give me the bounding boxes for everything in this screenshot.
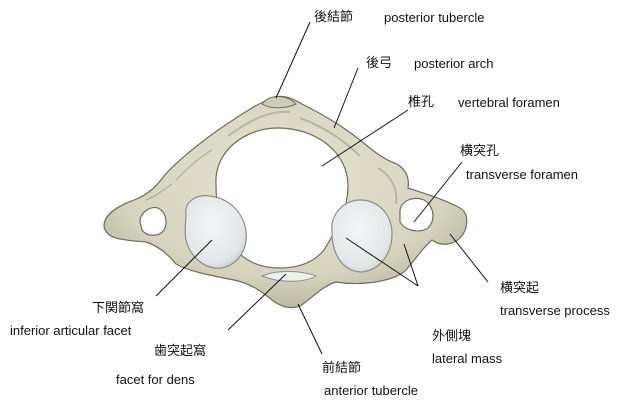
leader-dens-facet xyxy=(227,273,287,331)
label-facet-for-dens-en: facet for dens xyxy=(116,372,195,387)
arch-shading xyxy=(227,110,398,205)
leader-posterior-tubercle xyxy=(275,21,311,99)
leader-lateral-mass-b xyxy=(403,243,419,287)
arch-shading-2 xyxy=(145,149,213,201)
leader-lateral-mass-a xyxy=(345,237,419,287)
leader-transverse-foramen xyxy=(413,161,463,223)
posterior-tubercle-shape xyxy=(261,96,297,109)
label-inferior-articular-facet-en: inferior articular facet xyxy=(10,323,132,338)
label-lateral-mass-en: lateral mass xyxy=(432,351,503,366)
leader-lines xyxy=(155,21,489,355)
label-inferior-articular-facet-jp: 下関節窩 xyxy=(92,301,145,316)
left-articular-facet xyxy=(184,195,247,269)
label-facet-for-dens-jp: 歯突起窩 xyxy=(154,344,207,359)
label-posterior-arch-jp: 後弓 xyxy=(366,56,393,71)
label-posterior-arch-en: posterior arch xyxy=(414,56,494,71)
label-lateral-mass-jp: 外側塊 xyxy=(432,329,472,344)
leader-transverse-process xyxy=(449,233,489,283)
leader-anterior-tubercle xyxy=(297,303,323,355)
label-vertebral-foramen-jp: 椎孔 xyxy=(408,95,435,110)
label-posterior-tubercle-jp: 後結節 xyxy=(314,10,354,25)
label-transverse-foramen-en: transverse foramen xyxy=(466,167,578,182)
leader-inferior-facet xyxy=(155,239,213,297)
label-transverse-foramen-jp: 横突孔 xyxy=(460,144,500,159)
label-posterior-tubercle-en: posterior tubercle xyxy=(384,10,485,25)
leader-posterior-arch xyxy=(333,67,359,129)
label-transverse-process-jp: 横突起 xyxy=(500,281,540,296)
right-articular-facet xyxy=(331,199,393,273)
label-transverse-process-en: transverse process xyxy=(500,303,610,318)
label-vertebral-foramen-en: vertebral foramen xyxy=(458,95,560,110)
dens-facet-shape xyxy=(260,271,318,282)
label-anterior-tubercle-jp: 前結節 xyxy=(322,361,362,376)
label-anterior-tubercle-en: anterior tubercle xyxy=(324,383,418,398)
leader-vertebral-foramen xyxy=(321,109,409,167)
